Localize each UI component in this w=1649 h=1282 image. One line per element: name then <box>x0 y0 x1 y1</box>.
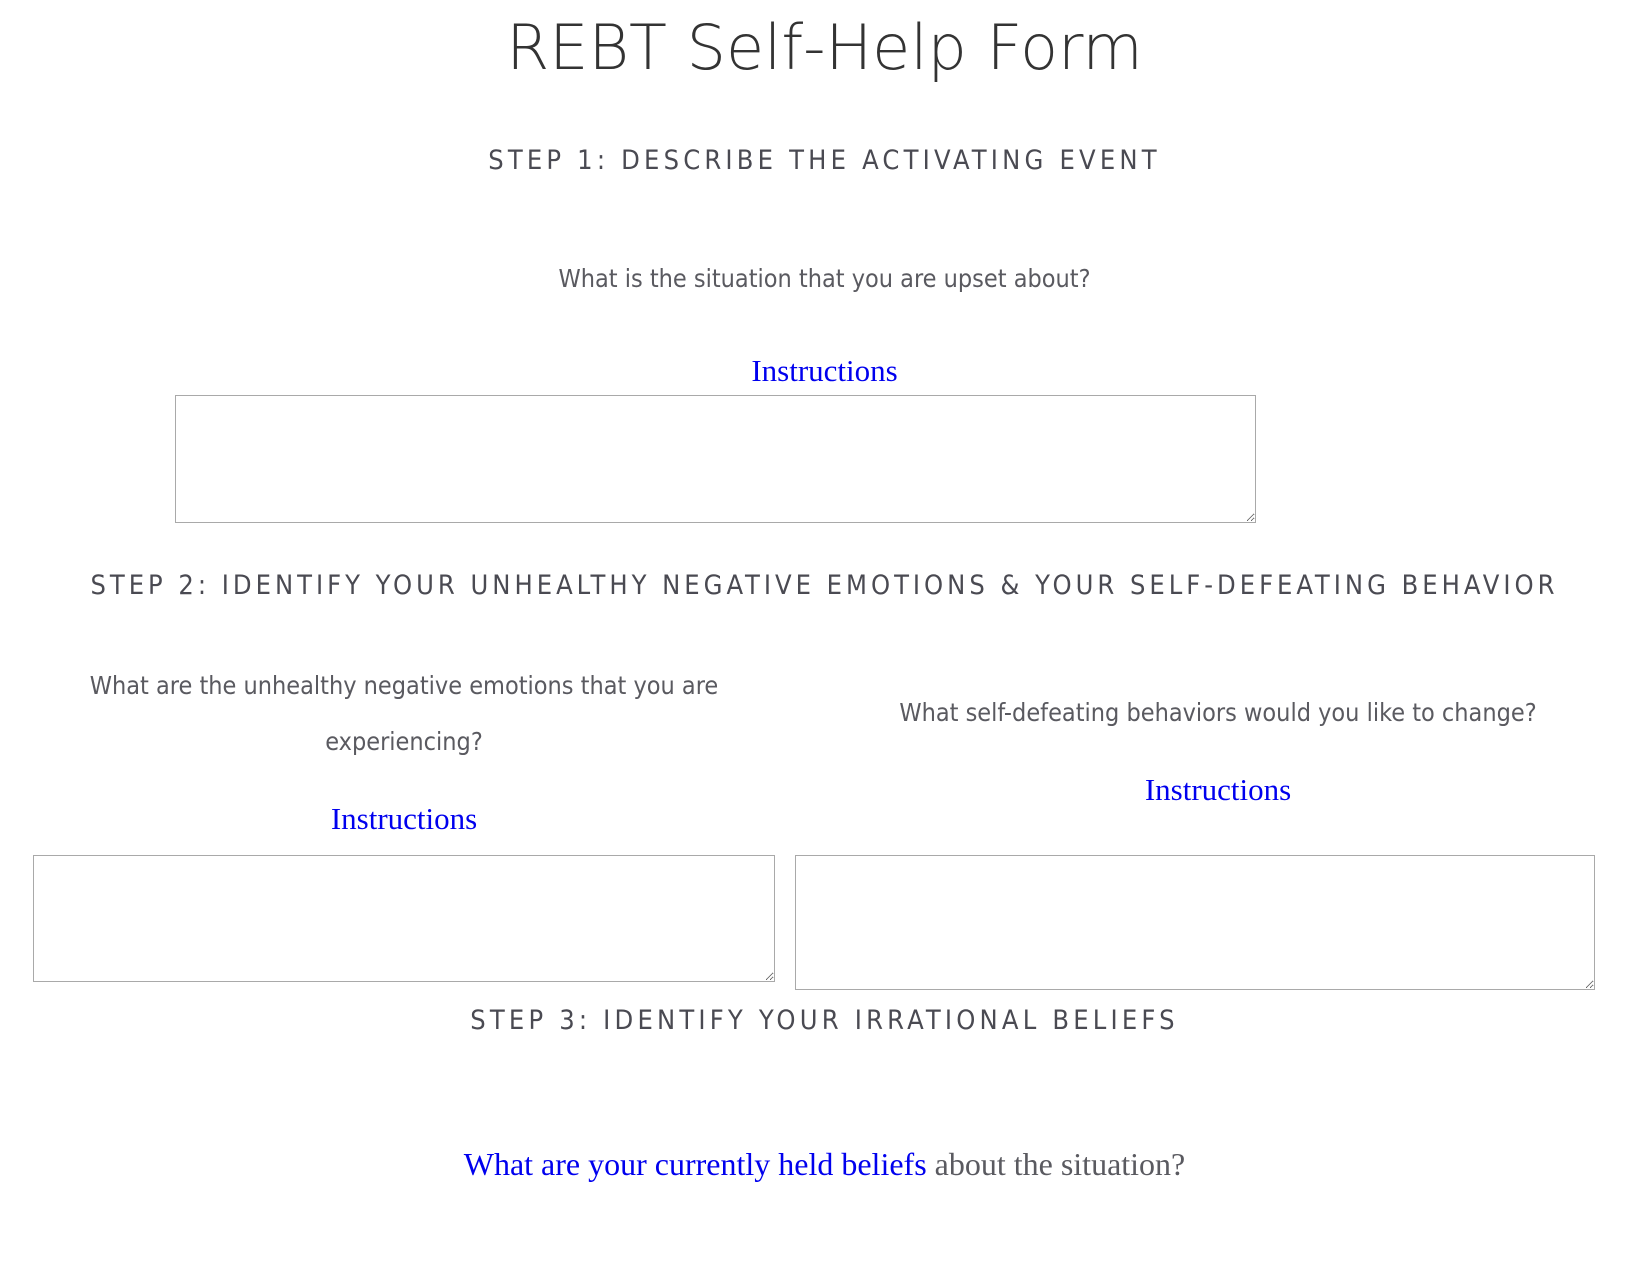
step-2-behaviors-question: What self-defeating behaviors would you … <box>899 698 1537 727</box>
beliefs-prompt-rest: about the situation? <box>926 1146 1186 1182</box>
step-2-emotions-question: What are the unhealthy negative emotions… <box>89 671 719 757</box>
instructions-link-step-1[interactable]: Instructions <box>751 353 898 389</box>
step-2-heading: STEP 2: IDENTIFY YOUR UNHEALTHY NEGATIVE… <box>90 570 1559 601</box>
step-1-heading: STEP 1: DESCRIBE THE ACTIVATING EVENT <box>488 145 1161 177</box>
step-3-heading: STEP 3: IDENTIFY YOUR IRRATIONAL BELIEFS <box>470 1005 1179 1036</box>
currently-held-beliefs-link[interactable]: What are your currently held beliefs <box>463 1146 927 1182</box>
self-defeating-behaviors-textarea[interactable] <box>795 855 1595 990</box>
page-title: REBT Self-Help Form <box>506 11 1143 84</box>
instructions-link-step-2-emotions[interactable]: Instructions <box>330 800 478 836</box>
activating-event-textarea[interactable] <box>175 395 1256 523</box>
unhealthy-emotions-textarea[interactable] <box>33 855 775 982</box>
step-1-question: What is the situation that you are upset… <box>558 263 1091 293</box>
step-2-emotions-column: What are the unhealthy negative emotions… <box>33 640 775 838</box>
instructions-link-step-2-behaviors[interactable]: Instructions <box>1144 772 1292 808</box>
step-2-behaviors-column: What self-defeating behaviors would you … <box>818 640 1618 810</box>
step-2-columns: What are the unhealthy negative emotions… <box>0 640 1649 1040</box>
step-3-beliefs-prompt: What are your currently held beliefs abo… <box>0 1142 1649 1187</box>
